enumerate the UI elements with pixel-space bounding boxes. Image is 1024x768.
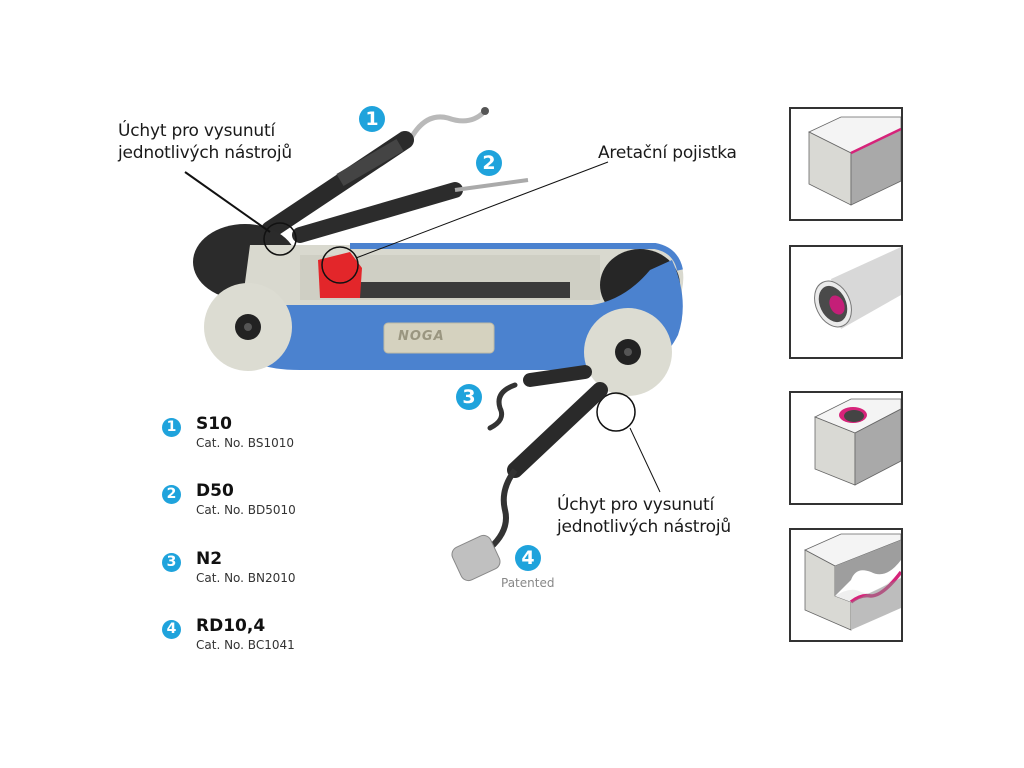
product-number-badge: 2	[162, 485, 181, 504]
product-cat-no: Cat. No. BS1010	[196, 436, 294, 450]
panel-tube-inner-edge	[789, 245, 903, 359]
tool-badge-4: 4	[515, 545, 541, 571]
product-name: RD10,4	[196, 616, 266, 636]
callout-lock-label: Aretační pojistka	[598, 143, 737, 163]
product-name: S10	[196, 414, 232, 434]
tool-badge-3: 3	[456, 384, 482, 410]
noga-logo: NOGA	[398, 329, 445, 344]
callout-grip-bottom: Úchyt pro vysunutí jednotlivých nástrojů	[557, 494, 731, 538]
callout-grip-bottom-line1: Úchyt pro vysunutí	[557, 495, 714, 515]
callout-grip-top-line1: Úchyt pro vysunutí	[118, 121, 275, 141]
deburring-tool-illustration	[184, 107, 684, 582]
product-number-badge: 3	[162, 553, 181, 572]
panel-curved-edge	[789, 528, 903, 642]
panel-hole-edge	[789, 391, 903, 505]
product-cat-no: Cat. No. BC1041	[196, 638, 295, 652]
callout-grip-top-line2: jednotlivých nástrojů	[118, 143, 292, 163]
tube-inner-edge-icon	[814, 247, 901, 329]
product-cat-no: Cat. No. BN2010	[196, 571, 296, 585]
product-number-badge: 1	[162, 418, 181, 437]
tool-badge-1: 1	[359, 106, 385, 132]
callout-grip-bottom-line2: jednotlivých nástrojů	[557, 517, 731, 537]
hole-edge-icon	[814, 398, 901, 486]
panel-square-bar-edge	[789, 107, 903, 221]
product-number-badge: 4	[162, 620, 181, 639]
product-name: N2	[196, 549, 223, 569]
square-bar-edge-icon	[808, 116, 901, 206]
callout-grip-top: Úchyt pro vysunutí jednotlivých nástrojů	[118, 120, 292, 164]
product-cat-no: Cat. No. BD5010	[196, 503, 296, 517]
patented-label: Patented	[501, 576, 555, 590]
product-name: D50	[196, 481, 234, 501]
tool-badge-2: 2	[476, 150, 502, 176]
curved-edge-icon	[804, 533, 901, 631]
callout-lock: Aretační pojistka	[598, 142, 737, 164]
